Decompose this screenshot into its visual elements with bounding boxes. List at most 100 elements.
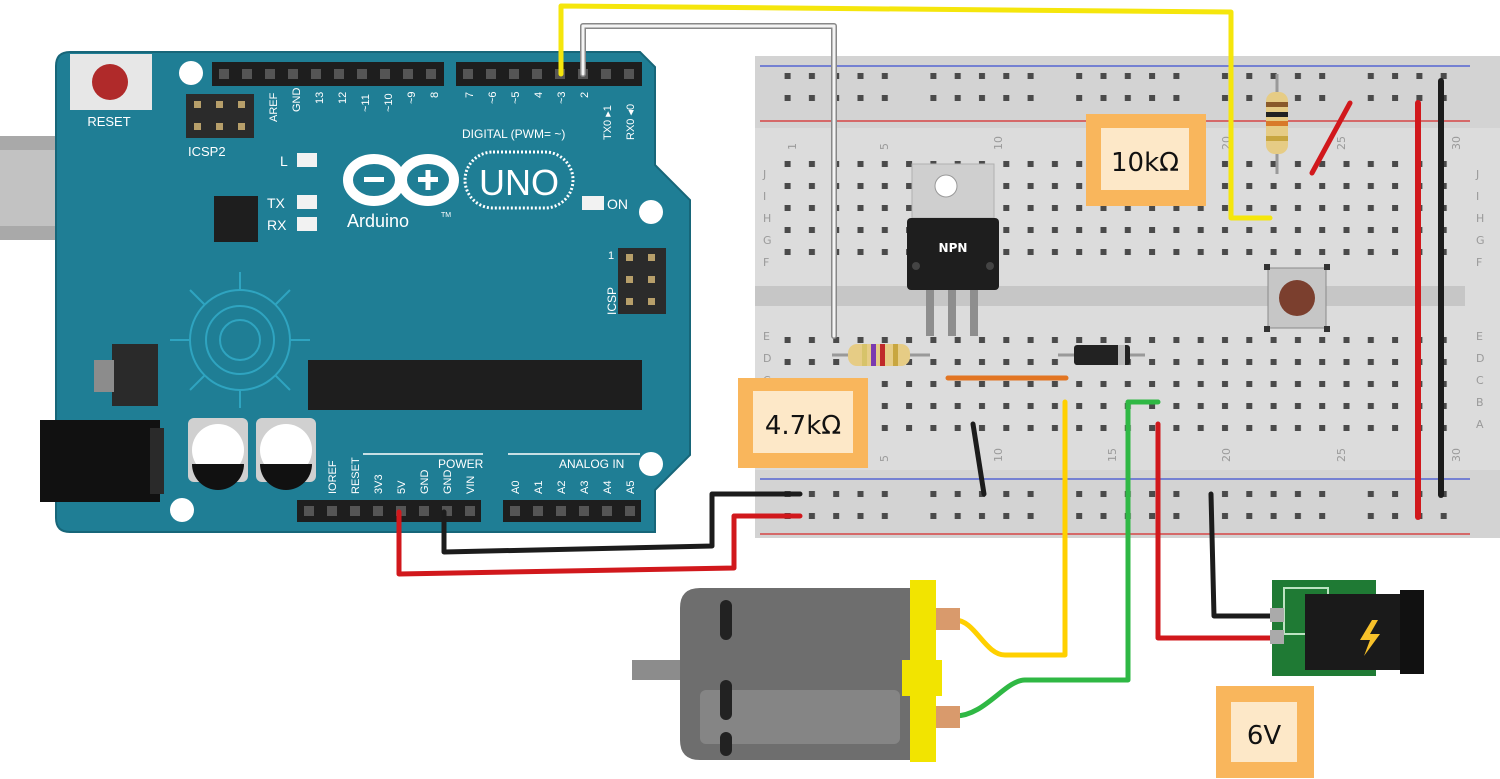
- pin-label-ioref: IOREF: [327, 460, 339, 494]
- callout-4k7: 4.7kΩ: [738, 378, 868, 468]
- col-num-20-bottom: 20: [1220, 448, 1233, 462]
- led-on: [582, 196, 604, 210]
- pin-label-3v3: 3V3: [373, 474, 385, 494]
- npn-transistor: NPN: [907, 163, 999, 336]
- atmega-chip: [308, 360, 642, 410]
- analog-header: [503, 500, 641, 522]
- arduino-logo: [343, 154, 459, 206]
- analog-header-label: ANALOG IN: [559, 457, 624, 471]
- wire-black-gnd: [441, 491, 803, 555]
- col-num-15-bottom: 15: [1106, 448, 1119, 462]
- icsp-pin1-label: 1: [608, 250, 614, 262]
- row-letter-j: J: [762, 168, 766, 181]
- wire-red-5v: [396, 509, 803, 577]
- power-header-label: POWER: [438, 457, 484, 471]
- pin-label-vin: VIN: [465, 476, 477, 494]
- col-num-30-bottom: 30: [1450, 448, 1463, 462]
- row-letter-f: F: [763, 256, 769, 269]
- led-rx-label: RX: [267, 217, 287, 233]
- pin-label-aref: AREF: [268, 92, 280, 122]
- led-tx: [297, 195, 317, 209]
- pin-label-a4: A4: [602, 481, 614, 494]
- wire-red-supply: [1155, 421, 1283, 641]
- digital-header-right: [456, 62, 642, 86]
- pin-label-8: 8: [429, 92, 441, 98]
- reset-label: RESET: [87, 114, 130, 129]
- transistor-label: NPN: [939, 241, 968, 255]
- col-num-25-bottom: 25: [1335, 448, 1348, 462]
- row-letter-e: E: [763, 330, 770, 343]
- callout-6v-label: 6V: [1247, 721, 1282, 751]
- led-l: [297, 153, 317, 167]
- row-letter-f-right: F: [1476, 256, 1482, 269]
- pin-label-gnd-2: GND: [442, 470, 454, 495]
- resistor-10k: [1266, 74, 1288, 174]
- trademark-label: TM: [441, 212, 451, 219]
- lightning-icon: [1360, 620, 1380, 656]
- capacitor-left: [188, 418, 248, 490]
- pin-label-9: ~9: [406, 91, 418, 104]
- icsp2-label: ICSP2: [188, 144, 226, 159]
- pin-label-a5: A5: [625, 481, 637, 494]
- col-num-10-bottom: 10: [992, 448, 1005, 462]
- led-tx-label: TX: [267, 195, 286, 211]
- col-num-25: 25: [1335, 136, 1348, 150]
- pin-label-a1: A1: [533, 481, 545, 494]
- pin-label-2: 2: [579, 92, 591, 98]
- row-letter-i-right: I: [1476, 190, 1479, 203]
- pin-label-13: 13: [314, 92, 326, 104]
- icsp2-header: [186, 94, 254, 138]
- row-letter-h: H: [763, 212, 771, 225]
- col-num-1: 1: [786, 143, 799, 150]
- icsp-header: [618, 248, 666, 314]
- pin-label-3: ~3: [556, 91, 568, 104]
- row-letter-h-right: H: [1476, 212, 1484, 225]
- row-letter-d: D: [763, 352, 771, 365]
- dc-jack: [40, 420, 160, 502]
- col-num-30: 30: [1450, 136, 1463, 150]
- col-num-5-bottom: 5: [878, 455, 891, 462]
- col-num-5: 5: [878, 143, 891, 150]
- row-letter-a-right: A: [1476, 418, 1484, 431]
- row-letter-g: G: [763, 234, 772, 247]
- push-button[interactable]: [1264, 264, 1330, 332]
- pin-label-12: 12: [337, 92, 349, 104]
- pin-label-rx0: RX0 ◂0: [625, 104, 637, 140]
- arduino-uno-board: RESET ICSP2 AREF GND 13 12 ~11 ~10 ~9 8 …: [0, 51, 691, 533]
- digital-label: DIGITAL (PWM= ~): [462, 127, 565, 141]
- model-label: UNO: [479, 162, 559, 203]
- voltage-regulator: [112, 344, 158, 406]
- row-letter-b-right: B: [1476, 396, 1484, 409]
- flyback-diode: [1058, 345, 1145, 365]
- capacitor-right: [256, 418, 316, 490]
- wire-yellow-motor: [952, 399, 1068, 658]
- led-on-label: ON: [607, 196, 628, 212]
- pin-label-4: 4: [533, 92, 545, 98]
- wire-black-supply: [1208, 491, 1283, 619]
- row-letter-g-right: G: [1476, 234, 1485, 247]
- row-letter-i: I: [763, 190, 766, 203]
- led-rx: [297, 217, 317, 231]
- wire-red-button: [1309, 100, 1353, 176]
- row-letter-c-right: C: [1476, 374, 1484, 387]
- pin-label-gnd-digital: GND: [291, 88, 303, 113]
- brand-label: Arduino: [347, 211, 409, 231]
- pin-label-7: 7: [464, 92, 476, 98]
- icsp-label: ICSP: [605, 287, 619, 315]
- board-circuit-art: [170, 272, 310, 408]
- pin-label-10: ~10: [383, 93, 395, 112]
- wire-black-emitter: [970, 421, 987, 497]
- pin-label-5v: 5V: [396, 480, 408, 494]
- pin-label-5: ~5: [510, 91, 522, 104]
- pin-label-11: ~11: [360, 94, 372, 112]
- pin-label-reset: RESET: [350, 457, 362, 494]
- col-num-10: 10: [992, 136, 1005, 150]
- callout-6v: 6V: [1216, 686, 1314, 778]
- wire-green-motor: [952, 399, 1161, 719]
- callout-4k7-label: 4.7kΩ: [765, 411, 841, 441]
- pin-label-tx0: TX0 ▸1: [602, 105, 614, 140]
- dc-barrel-jack: [1270, 580, 1424, 676]
- row-letter-j-right: J: [1475, 168, 1479, 181]
- pin-label-6: ~6: [487, 91, 499, 104]
